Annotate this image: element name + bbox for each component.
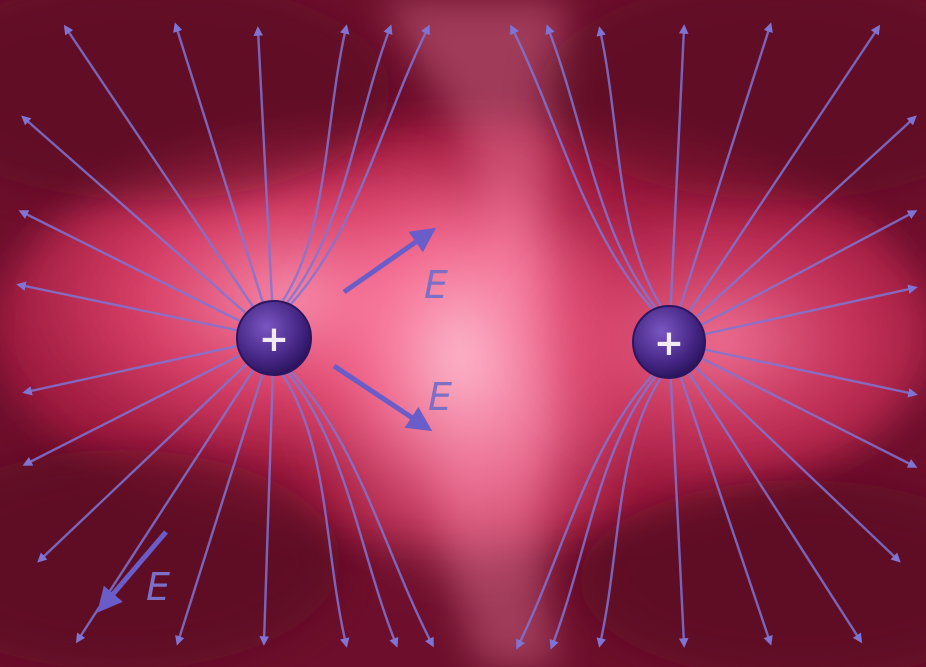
e-label-lower: E <box>428 375 452 419</box>
e-label-bottom-left: E <box>146 565 170 609</box>
charge-sign-right: + <box>654 323 684 364</box>
positive-charge-left: + <box>237 301 311 375</box>
charge-sign-left: + <box>259 319 289 360</box>
e-label-upper: E <box>424 263 448 307</box>
positive-charge-right: + <box>633 306 705 378</box>
